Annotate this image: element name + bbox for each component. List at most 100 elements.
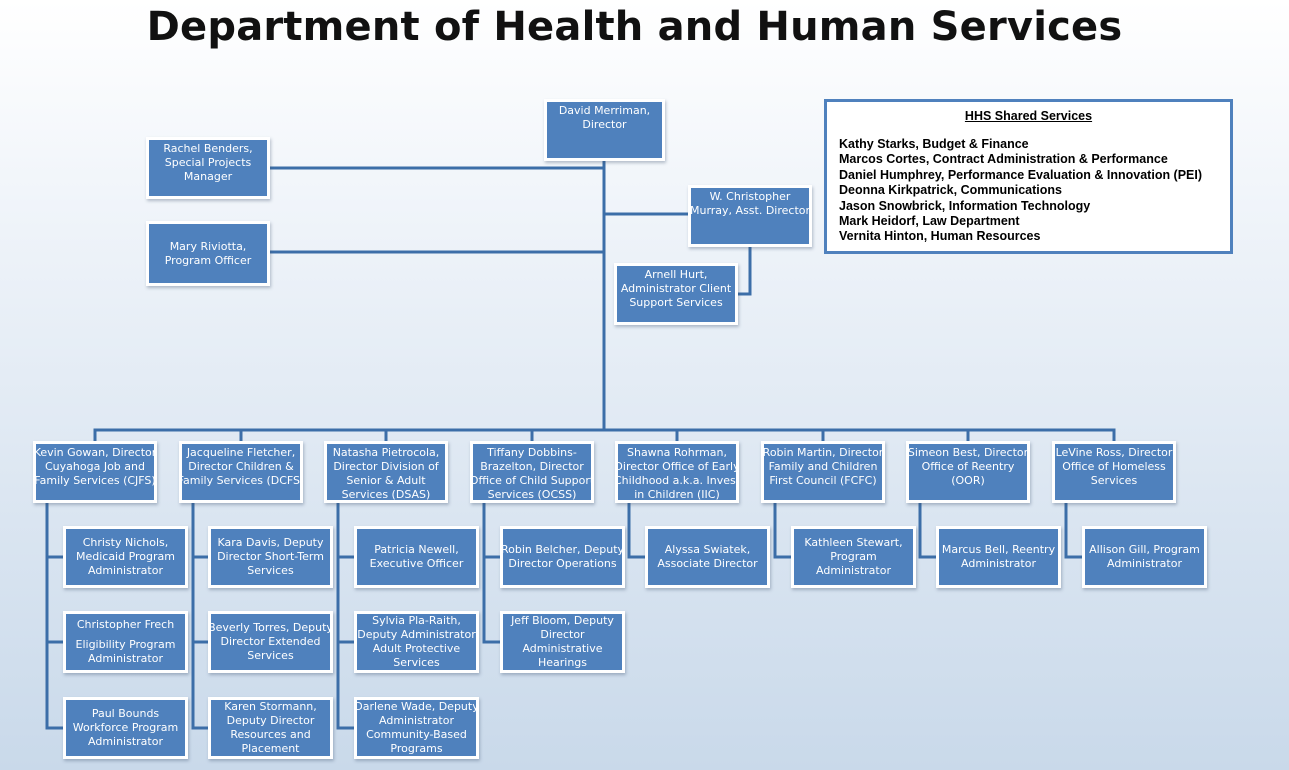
shared-service-item: Jason Snowbrick, Information Technology [839,198,1091,213]
staff-box-line: Administrator [1107,557,1182,570]
division-director-box-line: Shawna Rohrman, [626,446,727,459]
staff-box-line: Administrative [522,642,603,655]
staff-box-line: Placement [241,742,300,755]
division-director-box-line: Jacqueline Fletcher, [186,446,296,459]
staff-box-line: Programs [390,742,443,755]
division-director-box-line: Robin Martin, Director [762,446,884,459]
staff-box-line: Eligibility Program [75,638,176,651]
division-director-box: Jacqueline Fletcher,Director Children &F… [179,441,303,503]
special-projects-box-line: Manager [183,170,233,183]
staff-box-line: Darlene Wade, Deputy [354,700,479,713]
division-director-box-line: Childhood a.k.a. Invest [615,474,739,487]
page-title: Department of Health and Human Services [146,4,1123,50]
special-projects-box-line: Rachel Benders, [163,142,253,155]
program-officer-box-line: Program Officer [164,253,252,267]
division-director-box-line: (OOR) [951,474,985,487]
staff-box-line: Kara Davis, Deputy [217,536,324,549]
staff-box-line: Deputy Director [226,714,315,727]
staff-box-line: Associate Director [657,557,758,570]
division-director-box-line: Services (DSAS) [341,488,431,501]
staff-box-line: Administrator [961,557,1036,570]
staff-box-line: Resources and [230,728,311,741]
shared-service-item: Deonna Kirkpatrick, Communications [839,183,1062,198]
staff-box-line: Services [247,649,294,662]
staff-box-line: Director [540,628,585,641]
staff-box-line: Sylvia Pla-Raith, [372,614,461,627]
staff-box-line: Jeff Bloom, Deputy [511,614,614,627]
division-director-box-line: Simeon Best, Director [907,446,1029,459]
staff-box-line: Kathleen Stewart, [804,536,903,549]
director-box: David Merriman,Director [544,99,665,161]
staff-box-line: Marcus Bell, Reentry [941,543,1056,556]
program-officer-box-line: Mary Riviotta, [169,239,247,253]
staff-box-line: Workforce Program [72,721,179,734]
staff-box-line: Hearings [537,656,588,669]
shared-service-item: Marcos Cortes, Contract Administration &… [839,152,1168,167]
staff-box-line: Medicaid Program [75,550,176,563]
shared-services-panel: HHS Shared Services Kathy Starks, Budget… [824,99,1233,254]
staff-box-line: Administrator [379,714,454,727]
division-director-box-line: Services (OCSS) [487,488,577,501]
division-director-box-line: Cuyahoga Job and [45,460,145,473]
division-director-box-line: Kevin Gowan, Director [33,446,157,459]
staff-box-line: Director Extended [220,635,321,648]
staff-box-line: Christopher Frech [76,618,175,631]
director-box-line: Director [582,118,627,131]
division-director-box-line: Family Services (CJFS) [34,474,156,487]
staff-box-line: Services [247,564,294,577]
shared-service-item: Daniel Humphrey, Performance Evaluation … [839,167,1203,182]
staff-box-line: Program [830,550,877,563]
shared-services-list: Kathy Starks, Budget & Finance Marcos Co… [839,137,1230,245]
division-director-box-line: in Children (IIC) [634,488,720,501]
division-director-box-line: Senior & Adult [346,474,426,487]
division-director-box-line: Brazelton, Director [480,460,584,473]
division-director-box-line: Office of Reentry [921,460,1015,473]
division-director-box-line: Director Children & [188,460,294,473]
shared-service-item: Mark Heidorf, Law Department [839,214,1020,229]
director-box-line: David Merriman, [558,104,651,117]
staff-box-line: Patricia Newell, [374,543,459,556]
division-director-box-line: First Council (FCFC) [769,474,877,487]
staff-box-line: Christy Nichols, [82,536,169,549]
staff-box: Patricia Newell,Executive Officer [354,526,479,588]
special-projects-box-line: Special Projects [164,156,252,169]
shared-service-item: Kathy Starks, Budget & Finance [839,137,1029,151]
staff-box-line: Beverly Torres, Deputy [208,621,333,634]
client-support-box-line: Administrator Client [620,282,732,295]
client-support-box-line: Support Services [629,296,723,309]
staff-box-line: Alyssa Swiatek, [664,543,751,556]
staff-box-line: Paul Bounds [91,707,160,720]
division-director-box-line: Family Services (DCFS) [179,474,303,487]
asst-director-box-line: W. Christopher [709,190,791,203]
staff-box-line: Deputy Administrator [357,628,476,641]
staff-box: Alyssa Swiatek,Associate Director [645,526,770,588]
staff-box-line: Allison Gill, Program [1089,543,1200,556]
staff-box-line: Karen Stormann, [224,700,317,713]
staff-box-line: Administrator [88,652,163,665]
shared-service-item: Vernita Hinton, Human Resources [839,229,1041,244]
staff-box-line: Services [393,656,440,669]
shared-services-title: HHS Shared Services [964,109,1093,123]
staff-box-line: Executive Officer [369,557,464,570]
staff-box-line: Director Operations [508,557,617,570]
staff-box-line: Administrator [88,564,163,577]
